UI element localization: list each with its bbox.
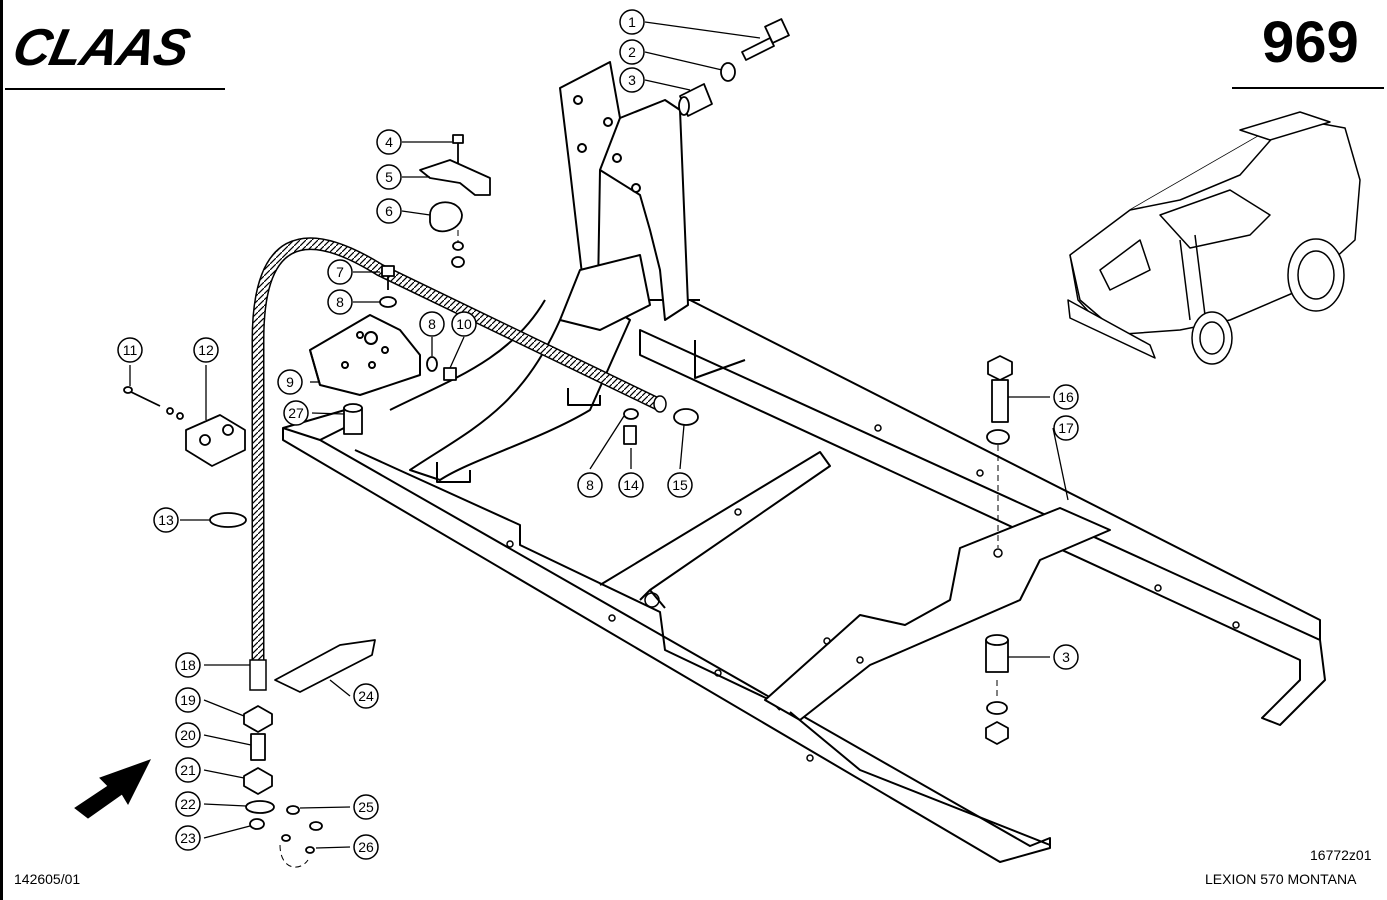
arrow-icon bbox=[74, 759, 152, 819]
callout-10: 10 bbox=[456, 316, 472, 332]
callout-9: 9 bbox=[286, 374, 294, 390]
callout-27: 27 bbox=[288, 405, 304, 421]
callout-8-upper: 8 bbox=[336, 294, 344, 310]
callout-4: 4 bbox=[385, 134, 393, 150]
hydraulic-hose-part-18 bbox=[249, 237, 667, 691]
callout-20: 20 bbox=[180, 727, 196, 743]
callout-6: 6 bbox=[385, 203, 393, 219]
callout-3: 3 bbox=[628, 72, 636, 88]
callout-1: 1 bbox=[628, 14, 636, 30]
callout-25: 25 bbox=[358, 799, 374, 815]
callout-labels: 1 2 3 4 5 6 7 8 8 9 10 11 12 13 14 15 16… bbox=[123, 14, 1074, 855]
callout-16: 16 bbox=[1058, 389, 1074, 405]
callout-19: 19 bbox=[180, 692, 196, 708]
callout-11: 11 bbox=[123, 342, 138, 358]
callout-24: 24 bbox=[358, 688, 374, 704]
header-divider bbox=[5, 88, 225, 90]
callout-14: 14 bbox=[623, 477, 639, 493]
chassis-frame bbox=[282, 299, 1326, 863]
drawing-id: 16772z01 bbox=[1310, 847, 1372, 863]
callout-12: 12 bbox=[198, 342, 214, 358]
callout-21: 21 bbox=[180, 762, 196, 778]
callout-22: 22 bbox=[180, 796, 196, 812]
callout-26: 26 bbox=[358, 839, 374, 855]
page-number-divider bbox=[1232, 87, 1384, 89]
leader-lines bbox=[129, 21, 1069, 849]
page-border bbox=[0, 0, 3, 900]
callout-7: 7 bbox=[336, 264, 344, 280]
mounting-bracket-part-9 bbox=[309, 314, 421, 396]
combine-harvester-icon bbox=[1067, 111, 1361, 365]
callout-8-mid: 8 bbox=[428, 316, 436, 332]
callout-5: 5 bbox=[385, 169, 393, 185]
page-number: 969 bbox=[1262, 10, 1359, 75]
model-name: LEXION 570 MONTANA bbox=[1205, 871, 1357, 887]
callout-13: 13 bbox=[158, 512, 174, 528]
assembly-centerlines bbox=[279, 230, 999, 868]
doc-number: 142605/01 bbox=[14, 871, 81, 887]
callout-15: 15 bbox=[672, 477, 688, 493]
hardware-parts bbox=[123, 18, 1013, 854]
callout-circles bbox=[117, 9, 1079, 860]
callout-23: 23 bbox=[180, 830, 196, 846]
callout-18: 18 bbox=[180, 657, 196, 673]
callout-8-lower: 8 bbox=[586, 477, 594, 493]
frame-holes bbox=[506, 424, 1240, 762]
callout-3-lower: 3 bbox=[1062, 649, 1070, 665]
vertical-support-bracket bbox=[559, 61, 689, 331]
callout-17: 17 bbox=[1058, 420, 1074, 436]
callout-2: 2 bbox=[628, 44, 636, 60]
